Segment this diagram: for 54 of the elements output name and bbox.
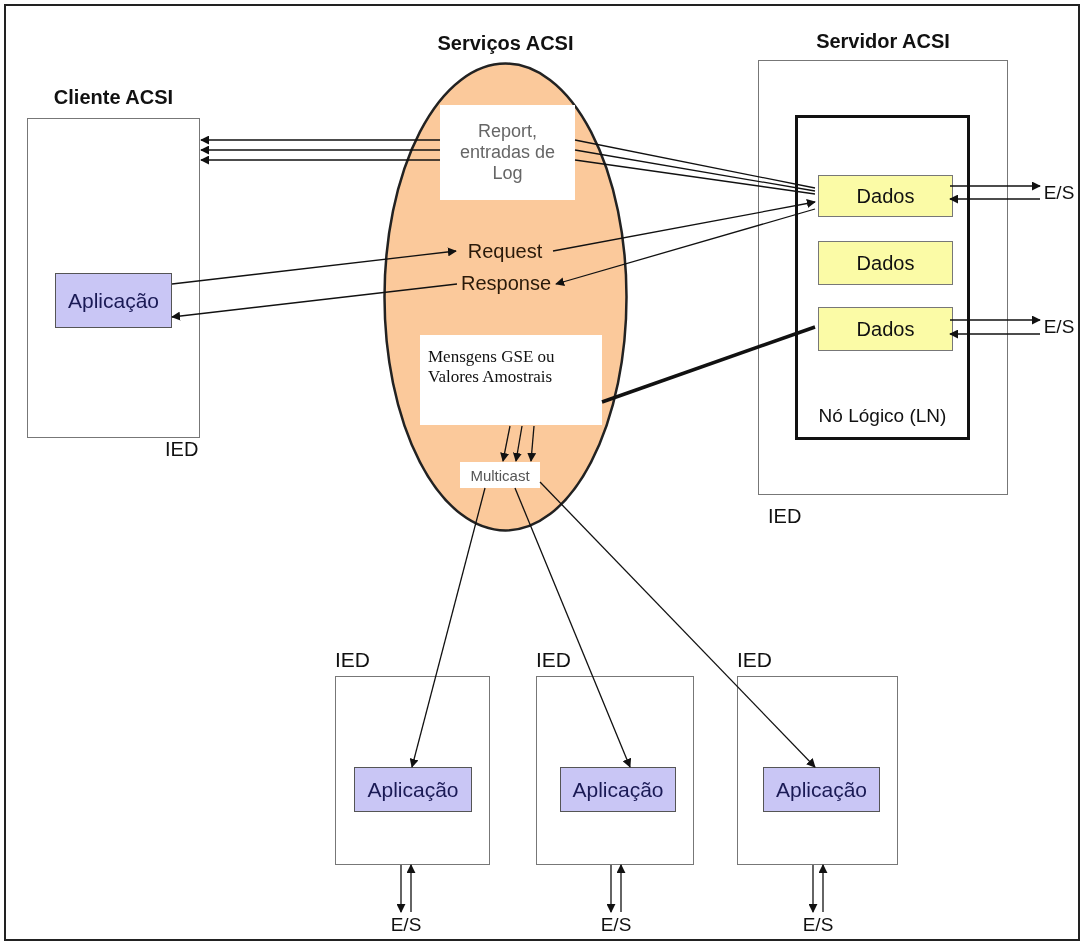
connector-line — [574, 149, 816, 192]
arrow — [949, 315, 1041, 325]
arrow — [527, 425, 537, 462]
panel-title: Servidor ACSI — [816, 30, 950, 53]
arrow — [606, 864, 616, 913]
multicast-box: Multicast — [460, 462, 540, 488]
arrow — [200, 155, 441, 165]
arrow — [555, 208, 816, 287]
connector-line — [601, 325, 816, 404]
message-box: Mensgens GSE ou Valores Amostrais — [420, 335, 602, 425]
io-label: E/S — [387, 912, 425, 938]
logical-node-box — [795, 115, 970, 440]
panel-title: IED — [335, 648, 370, 672]
io-label: E/S — [1040, 180, 1078, 206]
arrow — [808, 864, 818, 913]
data-box: Dados — [818, 241, 953, 285]
io-label: E/S — [1040, 314, 1078, 340]
arrow — [539, 481, 816, 768]
arrow — [949, 329, 1041, 339]
arrow — [406, 864, 416, 913]
arrow — [514, 487, 632, 768]
data-box: Dados — [818, 307, 953, 351]
application-box: Aplicação — [354, 767, 472, 812]
connector-line — [574, 159, 816, 195]
application-box: Aplicação — [560, 767, 676, 812]
report-box: Report, entradas de Log — [440, 105, 575, 200]
service-label: Response — [457, 271, 555, 295]
arrow — [818, 864, 828, 913]
arrow — [200, 135, 441, 145]
arrow — [171, 247, 457, 285]
device-label: IED — [768, 505, 802, 528]
arrow — [616, 864, 626, 913]
arrow — [500, 425, 511, 462]
service-label: Request — [457, 239, 553, 263]
application-box: Aplicação — [55, 273, 172, 328]
io-label: E/S — [799, 912, 837, 938]
arrow — [512, 425, 523, 462]
data-box: Dados — [818, 175, 953, 217]
arrow — [171, 283, 458, 321]
panel-title: Serviços ACSI — [437, 32, 574, 55]
arrow — [949, 194, 1041, 204]
connector-line — [574, 139, 816, 189]
panel-title: IED — [536, 648, 571, 672]
arrow — [949, 181, 1041, 191]
arrow — [396, 864, 406, 913]
application-box: Aplicação — [763, 767, 880, 812]
panel-title: Cliente ACSI — [53, 86, 174, 109]
arrow — [409, 487, 486, 768]
arrow — [200, 145, 441, 155]
panel-title: IED — [737, 648, 772, 672]
device-label: IED — [165, 438, 199, 461]
arrow — [552, 199, 816, 252]
io-label: E/S — [597, 912, 635, 938]
box-caption: Nó Lógico (LN) — [817, 405, 948, 427]
